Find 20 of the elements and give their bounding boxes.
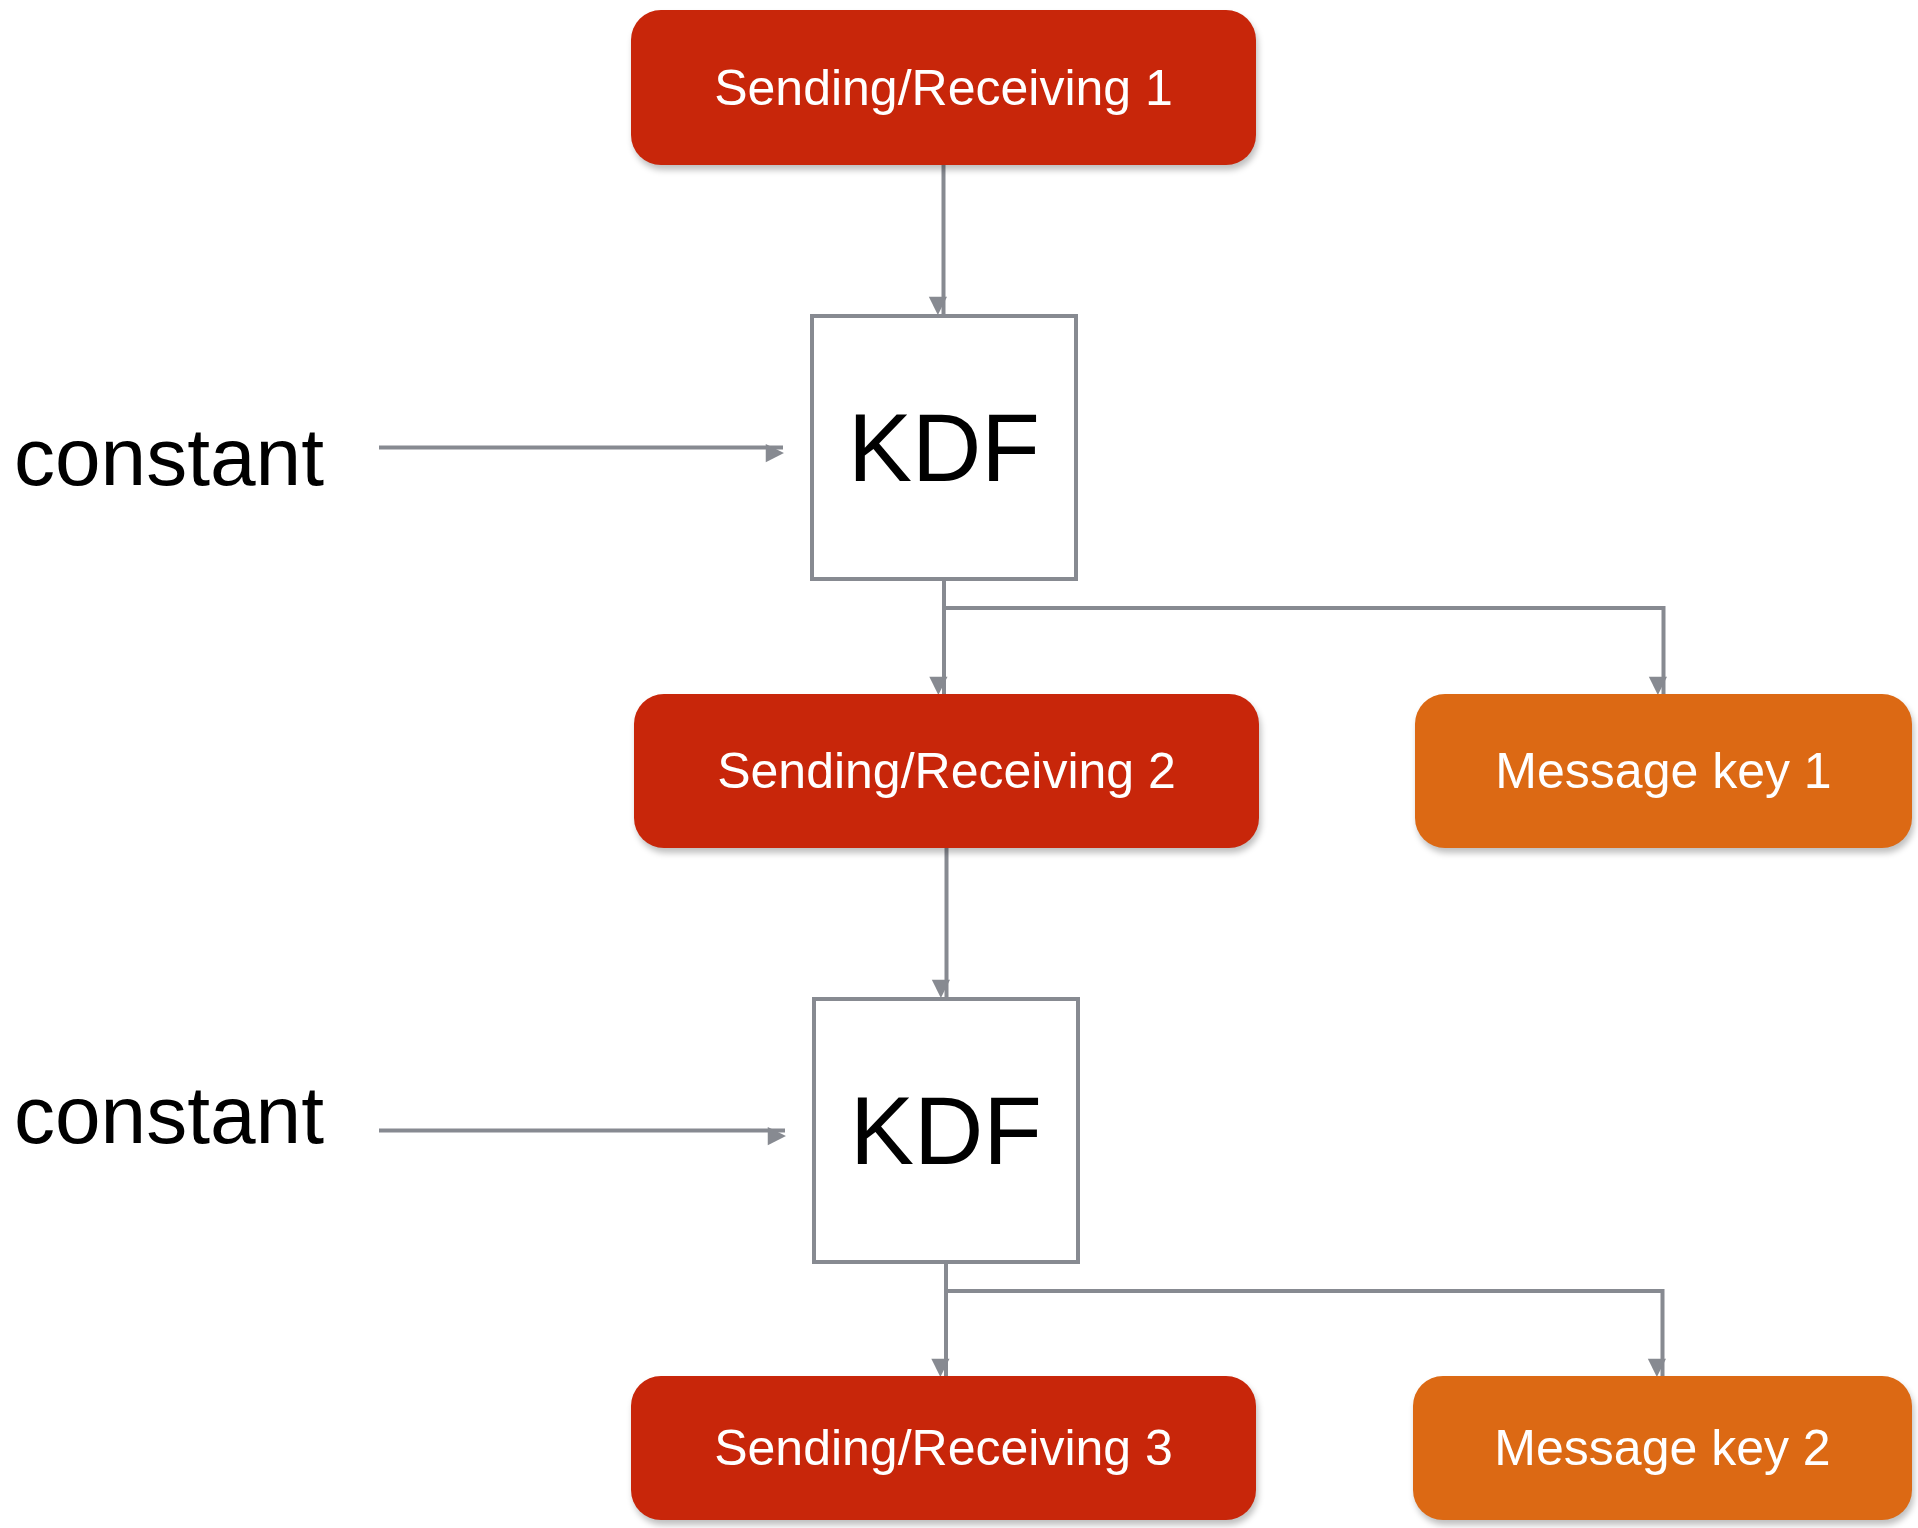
box-label: Sending/Receiving 2 xyxy=(717,742,1176,800)
arrow xyxy=(931,848,950,998)
input-label: constant xyxy=(14,410,324,504)
kdf-box xyxy=(812,997,1080,1264)
process-box xyxy=(634,694,1259,848)
box-label: KDF xyxy=(850,1075,1042,1186)
box-label: Sending/Receiving 1 xyxy=(714,58,1173,117)
process-box xyxy=(631,1376,1256,1520)
input-label: constant xyxy=(14,1068,324,1162)
arrow xyxy=(379,1127,786,1146)
box-label: Message key 1 xyxy=(1495,742,1832,800)
key-box xyxy=(1413,1376,1912,1520)
kdf-box xyxy=(810,314,1078,581)
arrow xyxy=(379,444,784,463)
key-box xyxy=(1415,694,1912,848)
arrow xyxy=(928,165,947,315)
process-box xyxy=(631,10,1256,165)
box-label: KDF xyxy=(848,392,1040,503)
box-label: Message key 2 xyxy=(1494,1419,1831,1477)
box-label: Sending/Receiving 3 xyxy=(714,1419,1173,1477)
